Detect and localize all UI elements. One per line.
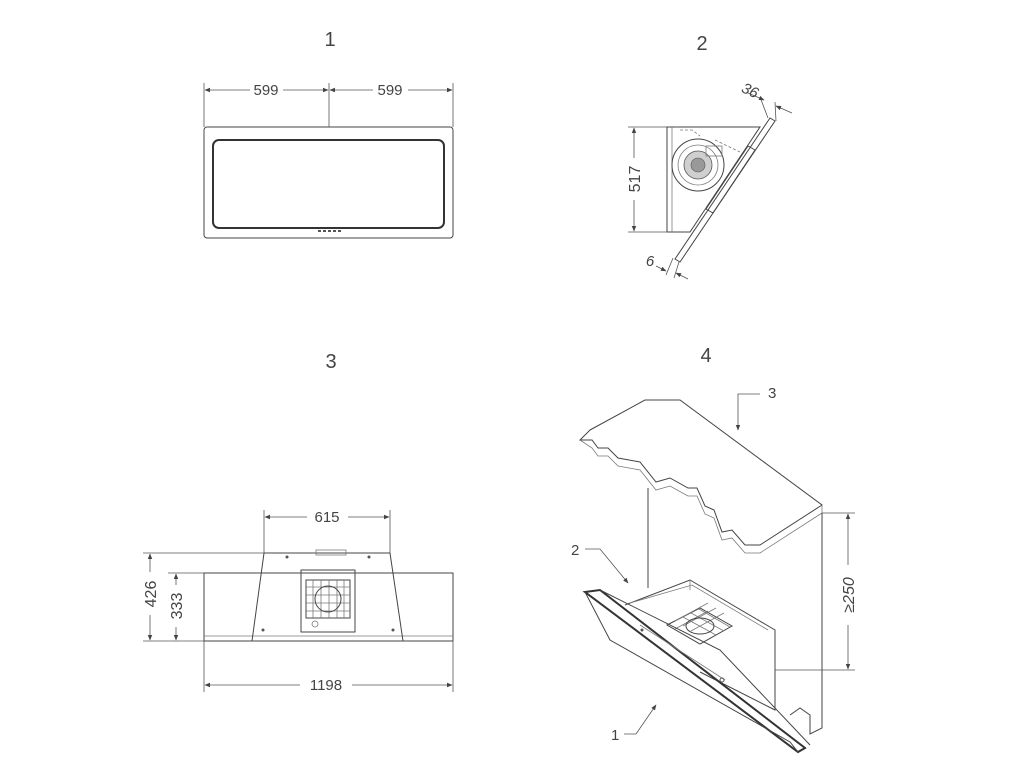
motor-box xyxy=(300,569,356,633)
control-buttons xyxy=(318,230,341,232)
cabinet-side xyxy=(789,513,823,735)
view-3-label: 3 xyxy=(325,351,336,373)
hood-front-outline xyxy=(203,126,454,239)
view-1-front: 599 599 xyxy=(203,82,454,239)
hood-body xyxy=(624,579,776,711)
dim-599-left: 599 xyxy=(253,82,278,99)
dim-615: 615 xyxy=(314,509,339,526)
view-4-isometric: ≥250 3 2 1 xyxy=(571,385,858,754)
hood-body-outline xyxy=(203,572,454,642)
callout-3-label: 3 xyxy=(768,385,776,402)
dim-6: 6 xyxy=(646,253,655,270)
iso-fan-grid-icon xyxy=(665,602,734,645)
dim-517: 517 xyxy=(627,166,644,193)
side-housing xyxy=(666,126,761,233)
glass-panel xyxy=(212,139,445,229)
dim-1198: 1198 xyxy=(310,677,342,694)
countertop xyxy=(578,399,823,546)
callout-2-label: 2 xyxy=(571,542,579,559)
view-2-side: 517 36 6 xyxy=(627,80,793,280)
callout-1-label: 1 xyxy=(611,727,619,744)
iso-glass-panel xyxy=(582,588,807,754)
chimney-outline xyxy=(251,552,404,642)
dim-36: 36 xyxy=(739,80,762,103)
view-4-label: 4 xyxy=(700,345,711,367)
view-2-label: 2 xyxy=(696,33,707,55)
dim-333: 333 xyxy=(169,593,186,620)
fan-grid-icon xyxy=(305,579,351,628)
dim-426: 426 xyxy=(143,581,160,608)
view-1-label: 1 xyxy=(324,29,335,51)
view-3-front: 615 1198 426 333 xyxy=(143,509,454,694)
dim-599-right: 599 xyxy=(377,82,402,99)
side-glass-panel xyxy=(674,117,776,263)
motor-fan-icon xyxy=(671,138,725,192)
dim-250: ≥250 xyxy=(841,577,858,613)
side-mount-bracket xyxy=(705,145,756,214)
